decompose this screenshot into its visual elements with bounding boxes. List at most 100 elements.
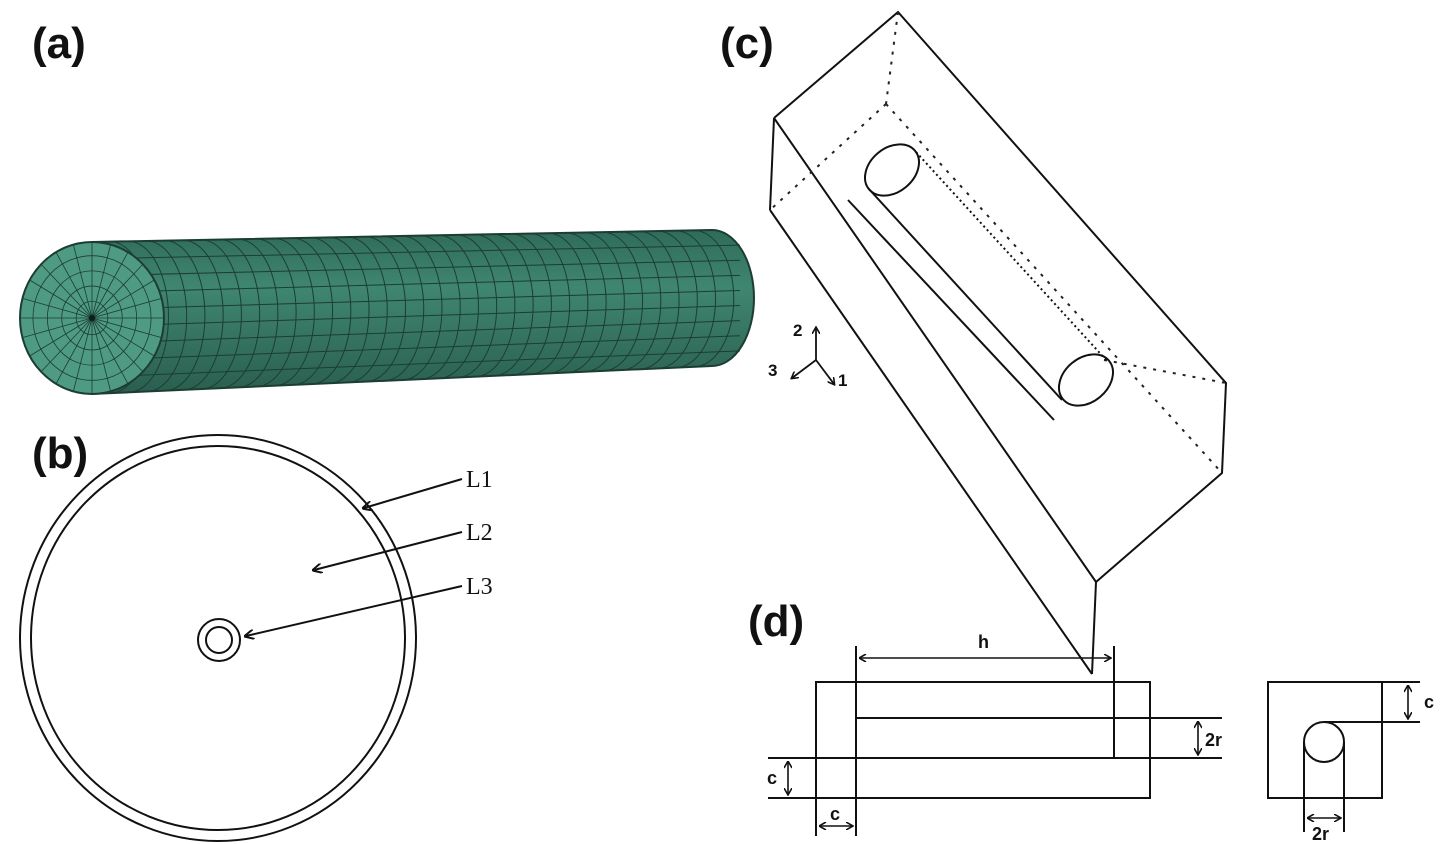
face-radial-line [91,251,129,319]
mesh-ring-line [529,233,571,375]
mesh-ring-line [693,229,735,368]
outer-layer-inner-ring [30,445,406,831]
mesh-ring-line [347,236,388,383]
fiber-side-upper [915,151,1109,363]
cylinder-mesh-lines [91,229,741,394]
face-radial-line [22,297,93,319]
mesh-axial-line [91,335,741,361]
end-face-mesh [20,242,164,394]
mesh-ring-line [292,237,333,386]
dim-c-bottom-label: c [830,804,840,824]
face-radial-line [40,317,93,373]
core-inner-ring [205,626,233,654]
dim-c-left-label: c [767,768,777,788]
face-radial-line [29,317,93,357]
outer-layer-outer-ring [19,434,417,842]
panel-a-label: (a) [32,19,86,68]
panel-d-label: (d) [748,597,804,646]
panel-b: (b) L1 L2 L3 [19,429,493,842]
axis-3-arrow [792,359,817,378]
mesh-ring-line [420,235,461,380]
axis-triad: 2 3 1 [768,321,847,390]
mesh-ring-line [639,230,680,370]
mesh-ring-line [602,231,643,372]
mesh-ring-line [456,234,498,379]
face-radial-line [55,317,93,385]
fiber-groove-edge [847,199,1055,421]
face-radial-line [91,297,162,319]
mesh-ring-line [675,230,716,369]
side-view-outline [815,681,1151,799]
axis-3-label: 3 [768,361,777,380]
mesh-axial-line [91,350,741,378]
fiber-end-front [1058,353,1114,407]
mesh-axial-line [91,289,741,311]
mesh-ring-line [365,236,406,383]
callout-label-l2: L2 [466,520,493,546]
axis-1-label: 1 [838,371,847,390]
meshed-cylinder [19,228,755,396]
face-radial-line [91,244,112,319]
face-radial-line [55,251,93,319]
side-view-drawing: h 2r c c [767,632,1222,836]
mesh-ring-line [274,237,315,387]
hidden-edge-inner [1103,359,1227,384]
face-radial-line [91,317,144,373]
hidden-edge-back-left [769,103,887,211]
mesh-ring-line [237,238,279,388]
mesh-ring-line [128,240,169,393]
mesh-ring-line [329,236,370,384]
mesh-ring-line [164,240,206,392]
mesh-axial-line [91,244,741,260]
mesh-ring-line [383,235,425,382]
panel-c-label: (c) [720,19,774,68]
block-edge-front-vertical [1091,581,1097,675]
face-radial-line [29,279,93,319]
fiber-side-lower [867,187,1063,401]
mesh-axial-line [91,274,741,294]
face-radial-line [91,317,162,339]
dim-h-label: h [978,632,989,652]
face-radial-line [40,263,93,319]
mesh-ring-line [183,239,224,391]
face-ring-line [61,285,123,351]
face-radial-line [91,317,155,357]
end-view-drawing: c 2r [1267,681,1434,844]
mesh-ring-line [219,239,261,389]
axis-1-arrow [815,359,834,384]
mesh-ring-line [547,232,589,374]
mesh-ring-line [201,239,242,390]
face-ring-line [75,300,109,336]
panel-a: (a) [19,19,755,396]
callout-arrow-l3 [246,585,463,636]
face-ring-line [46,270,138,366]
mesh-ring-line [474,234,516,378]
callout-label-l3: L3 [466,574,493,600]
block-edge-left-vertical [769,117,775,211]
mesh-ring-line [438,234,479,379]
dim-2r-side-label: 2r [1205,730,1222,750]
panel-d: (d) h 2r c c [748,597,1434,844]
mesh-ring-line [511,233,552,376]
hidden-edge-back-long [885,103,1223,474]
mesh-ring-line [256,238,297,388]
dim-2r-bottom-label: 2r [1312,824,1329,844]
mesh-axial-line [91,320,741,344]
mesh-ring-line [657,230,698,369]
cylinder-body [91,228,755,396]
block-visible-outline [773,10,1228,584]
mesh-ring-line [566,232,607,374]
mesh-ring-line [620,231,662,371]
dim-c-end-label: c [1424,692,1434,712]
hidden-edge-back-vertical [885,11,899,105]
face-radial-line [91,279,155,319]
mesh-axial-line [91,259,741,277]
mesh-ring-line [493,233,534,377]
face-radial-line [91,317,129,385]
face-radial-line [22,317,93,339]
face-radial-line [91,263,144,319]
mesh-ring-line [146,240,188,393]
callout-arrow-l1 [364,478,463,508]
face-radial-line [72,244,93,319]
